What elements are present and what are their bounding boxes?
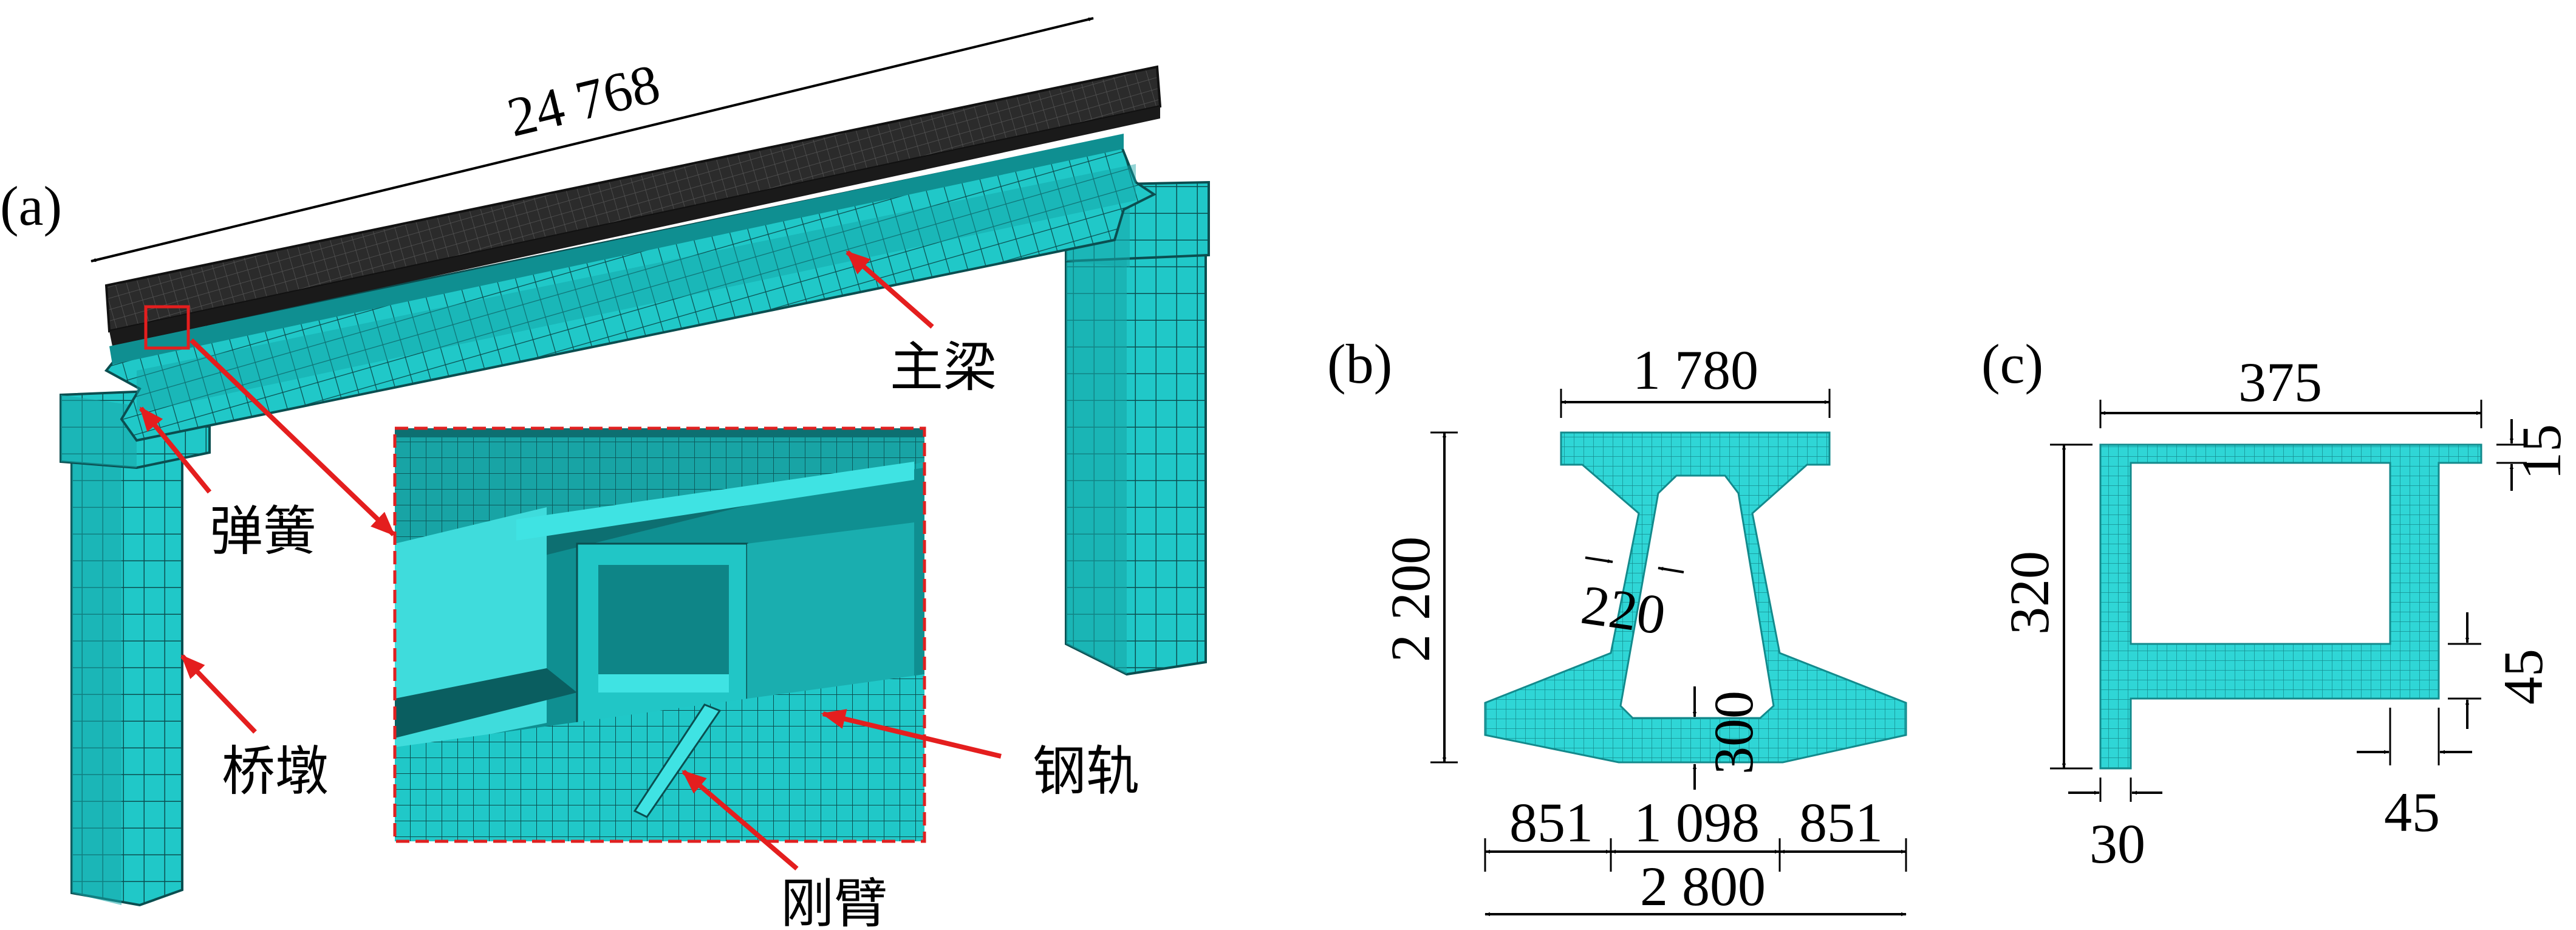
rail-detail-inset xyxy=(393,426,926,843)
panel-c: (c) 375 320 15 45 45 30 xyxy=(1981,333,2572,875)
height-text: 2 200 xyxy=(1379,536,1441,662)
rail-section xyxy=(2099,443,2482,770)
rigid-arm-arrow xyxy=(682,769,799,871)
bottom-slab-text: 300 xyxy=(1703,691,1765,774)
web-text: 30 xyxy=(2089,813,2145,875)
bottom-left-text: 851 xyxy=(1509,792,1593,853)
panel-c-label: (c) xyxy=(1981,333,2043,395)
main-girder-label: 主梁 xyxy=(890,336,997,398)
spring-location-box xyxy=(144,305,190,350)
rail-arrow xyxy=(821,709,1002,759)
main-girder-arrow xyxy=(846,250,934,329)
right-vertical-text: 45 xyxy=(2492,649,2554,705)
bottom-right-text: 851 xyxy=(1799,792,1883,853)
panel-b: (b) 1 780 2 200 220 300 851 1 098 851 xyxy=(1327,333,1907,917)
pier-label: 桥墩 xyxy=(222,740,329,802)
height-text-c: 320 xyxy=(1998,551,2060,635)
rail-label: 钢轨 xyxy=(1033,740,1139,802)
spring-label: 弹簧 xyxy=(210,500,316,562)
pier-arrow xyxy=(180,654,257,734)
panel-b-label: (b) xyxy=(1327,333,1392,395)
width-text: 375 xyxy=(2238,351,2322,413)
web-thickness-text: 220 xyxy=(1577,573,1669,646)
bottom-middle-text: 1 098 xyxy=(1634,792,1760,853)
length-dimension-text: 24 768 xyxy=(502,52,666,149)
callout-arrows xyxy=(138,250,1002,871)
top-width-text: 1 780 xyxy=(1633,339,1758,401)
right-pier xyxy=(1065,180,1210,676)
top-flange-text: 15 xyxy=(2510,424,2572,480)
spring-to-inset-arrow xyxy=(190,338,395,536)
panel-a-label: (a) xyxy=(0,175,62,237)
main-girder xyxy=(104,65,1162,442)
inset-border xyxy=(393,426,926,843)
rigid-arm-label: 刚臂 xyxy=(781,872,887,930)
spring-arrow xyxy=(138,406,212,494)
panel-a: (a) 24 768 xyxy=(0,17,1210,930)
bottom-horizontal-text: 45 xyxy=(2384,781,2440,843)
total-width-text: 2 800 xyxy=(1640,855,1766,917)
box-girder-section xyxy=(1484,431,1907,764)
